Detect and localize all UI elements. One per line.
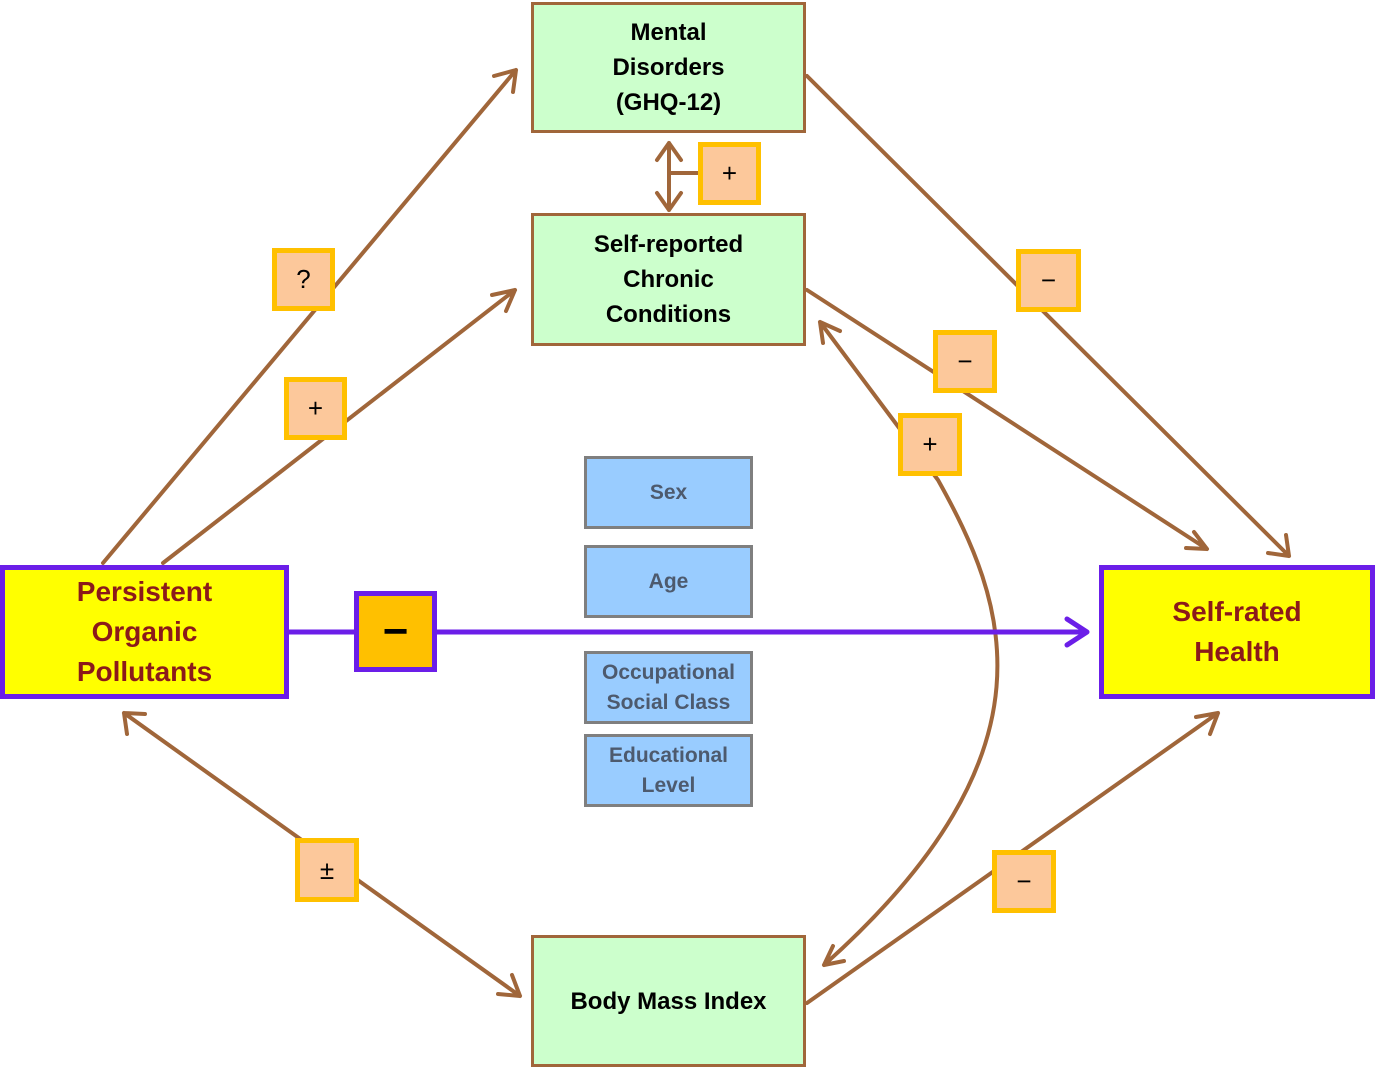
sign-bmi-srh: − bbox=[992, 850, 1056, 913]
covariate-sex: Sex bbox=[584, 456, 753, 529]
arrow-mental-chronic bbox=[655, 141, 700, 212]
node-mental-disorders: Mental Disorders (GHQ-12) bbox=[531, 2, 806, 133]
covariate-occupational-social-class: Occupational Social Class bbox=[584, 651, 753, 724]
covariate-educational-level: Educational Level bbox=[584, 734, 753, 807]
arrow-chronic-to-srh bbox=[805, 288, 1209, 551]
arrow-pops-to-mental bbox=[101, 68, 518, 565]
sign-pops-bmi: ± bbox=[295, 838, 359, 902]
sign-chronic-srh: − bbox=[933, 330, 997, 393]
arrow-bmi-chronic bbox=[818, 320, 1000, 967]
node-chronic-conditions: Self-reported Chronic Conditions bbox=[531, 213, 806, 346]
node-body-mass-index: Body Mass Index bbox=[531, 935, 806, 1067]
sign-bmi-chronic: + bbox=[898, 413, 962, 476]
node-self-rated-health: Self-rated Health bbox=[1099, 565, 1375, 699]
sign-pops-srh: − bbox=[354, 591, 437, 672]
node-persistent-organic-pollutants: Persistent Organic Pollutants bbox=[0, 565, 289, 699]
sign-pops-chronic: + bbox=[284, 377, 347, 440]
sign-mental-chronic: + bbox=[698, 142, 761, 205]
arrow-mental-to-srh bbox=[805, 74, 1291, 558]
sign-mental-srh: − bbox=[1016, 249, 1081, 312]
covariate-age: Age bbox=[584, 545, 753, 618]
sign-pops-mental: ? bbox=[272, 248, 335, 311]
